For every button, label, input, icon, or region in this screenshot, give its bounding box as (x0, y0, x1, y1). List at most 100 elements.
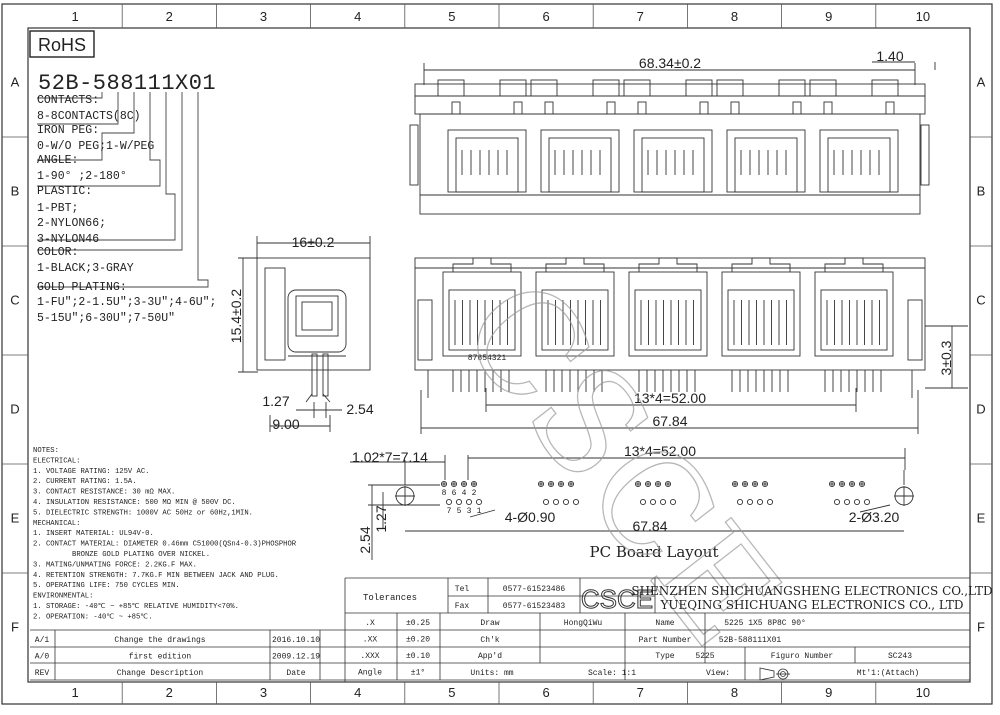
dim-pcb-holes: 4-Ø0.90 (505, 509, 556, 525)
dim-side-pin2: 2.54 (346, 401, 373, 417)
legend-line: 1-90° ;2-180° (37, 170, 127, 183)
tb-company1: SHENZHEN SHICHUANGSHENG ELECTRONICS CO.,… (631, 584, 992, 598)
grid-row-right: E (977, 511, 986, 526)
grid-col-bottom: 1 (71, 685, 78, 700)
legend-line: 1-FU";2-1.5U";3-3U";4-6U"; (37, 296, 216, 309)
tb-rev-desc: Change the drawings (114, 636, 205, 645)
tb-type-value: 5225 (695, 652, 714, 661)
tb-scale: Scale: 1:1 (588, 669, 636, 678)
grid-row-right: C (976, 293, 985, 308)
legend-line: 1-PBT; (37, 202, 78, 215)
grid-col-bottom: 4 (354, 685, 361, 700)
tb-tol-value: ±0.25 (406, 619, 430, 628)
grid-col-bottom: 2 (166, 685, 173, 700)
legend-line: 2-NYLON66; (37, 217, 106, 230)
legend-line: 3-NYLON46 (37, 233, 99, 246)
tb-tol-key: .XX (363, 636, 378, 645)
grid-col-top: 4 (354, 9, 361, 24)
grid-row-left: F (11, 620, 19, 635)
tb-tol-key: Angle (358, 669, 382, 678)
front-view (414, 257, 968, 434)
legend-line: PLASTIC: (37, 185, 92, 198)
dim-side-base: 9.00 (272, 416, 299, 432)
dim-pcb-total: 67.84 (632, 518, 667, 534)
grid-col-bottom: 10 (916, 685, 930, 700)
grid-col-bottom: 8 (731, 685, 738, 700)
grid-col-bottom: 6 (542, 685, 549, 700)
tb-mt-label: Mt'1:(Attach) (857, 669, 919, 678)
note-line: BRONZE GOLD PLATING OVER NICKEL. (72, 551, 210, 559)
dim-side-pin: 1.27 (262, 393, 289, 409)
note-line: 1. STORAGE: -40℃ ~ +85℃ RELATIVE HUMIDIT… (33, 603, 239, 611)
part-code: 52B-588111X01 (38, 71, 216, 96)
side-view (238, 236, 371, 432)
code-leaders (37, 92, 209, 288)
grid-col-bottom: 5 (448, 685, 455, 700)
tb-tol-key: .X (365, 619, 375, 628)
grid-col-top: 1 (71, 9, 78, 24)
note-line: ENVIRONMENTAL: (33, 593, 93, 601)
tb-draw-by: HongQiWu (564, 619, 603, 628)
grid-row-right: F (977, 620, 985, 635)
grid-col-top: 6 (542, 9, 549, 24)
grid-row-left: A (11, 75, 20, 90)
tb-view-label: View: (706, 669, 730, 678)
rohs-text: RoHS (38, 35, 86, 55)
tb-appd: App'd (478, 652, 502, 661)
pcb-pin-bottom: 5 (457, 507, 462, 516)
tb-part-label: Part Number (639, 636, 692, 645)
pcb-pin-bottom: 7 (447, 507, 452, 516)
dim-top-width: 68.34±0.2 (639, 55, 701, 71)
tb-part-value: 52B-588111X01 (719, 636, 782, 645)
grid-col-top: 2 (166, 9, 173, 24)
dim-pcb-peg: 2-Ø3.20 (849, 509, 900, 525)
pcb-pin-bottom: 3 (467, 507, 472, 516)
grid-row-left: B (11, 184, 20, 199)
dim-side-width: 16±0.2 (292, 234, 335, 250)
legend-line: IRON PEG: (37, 124, 99, 137)
legend-line: 5-15U";6-30U";7-50U" (37, 312, 175, 325)
tb-date-header: Date (286, 669, 305, 678)
pcb-pin-top: 2 (472, 489, 477, 498)
top-view (409, 61, 936, 215)
tb-tol-value: ±1° (411, 669, 425, 678)
legend-line: ANGLE: (37, 154, 78, 167)
grid-col-top: 10 (916, 9, 930, 24)
grid-col-top: 5 (448, 9, 455, 24)
tb-units: Units: mm (470, 669, 513, 678)
dim-pcb-v1: 2.54 (357, 526, 373, 553)
legend-line: CONTACTS: (37, 94, 99, 107)
note-line: 4. RETENTION STRENGTH: 7.7KG.F MIN BETWE… (33, 572, 279, 580)
tb-fax: 0577-61523483 (503, 602, 566, 611)
tb-figure-label: Figuro Number (771, 652, 834, 661)
legend-line: COLOR: (37, 246, 78, 259)
grid-row-left: C (10, 293, 19, 308)
tb-rev-date: 2016.10.10 (272, 636, 320, 645)
pcb-pin-top: 8 (442, 489, 447, 498)
legend-line: 8-8CONTACTS(8C) (37, 110, 141, 123)
pcb-pin-top: 6 (452, 489, 457, 498)
grid-row-left: D (10, 402, 19, 417)
legend-list: CONTACTS: 8-8CONTACTS(8C)IRON PEG: 0-W/O P… (37, 94, 216, 325)
tb-tol-key: .XXX (360, 652, 379, 661)
tb-logo: CSCE (581, 584, 653, 614)
note-line: NOTES: (33, 447, 59, 455)
legend-line: 0-W/O PEG;1-W/PEG (37, 140, 154, 153)
grid-col-top: 8 (731, 9, 738, 24)
notes-block: NOTES:ELECTRICAL:1. VOLTAGE RATING: 125V… (33, 447, 297, 621)
note-line: 5. OPERATING LIFE: 750 CYCLES MIN. (33, 582, 180, 590)
tb-tolerances: Tolerances (363, 593, 417, 603)
tb-desc-header: Change Description (117, 669, 204, 678)
legend-line: GOLD PLATING: (37, 281, 127, 294)
legend-line: 1-BLACK;3-GRAY (37, 262, 134, 275)
note-line: 1. VOLTAGE RATING: 125V AC. (33, 468, 149, 476)
tb-tol-value: ±0.10 (406, 652, 430, 661)
tb-fax-label: Fax (455, 602, 470, 611)
tb-figure-value: SC243 (888, 652, 912, 661)
note-line: 5. DIELECTRIC STRENGTH: 1000V AC 50Hz or… (33, 509, 253, 517)
dim-front-pitch: 13*4=52.00 (634, 390, 706, 406)
